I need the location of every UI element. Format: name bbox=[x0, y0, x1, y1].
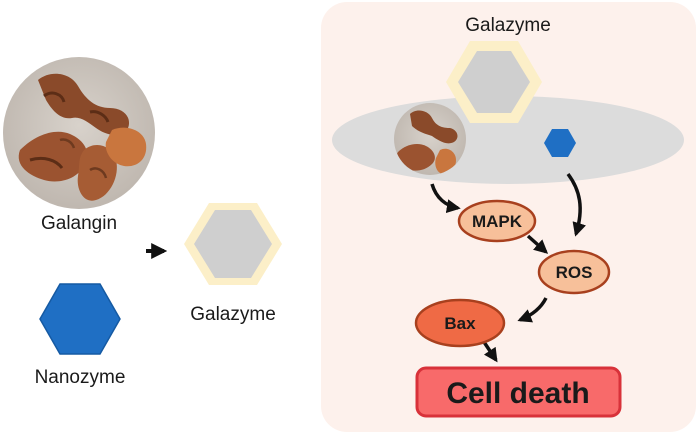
nanozyme-label: Nanozyme bbox=[35, 367, 126, 388]
ros-label: ROS bbox=[556, 263, 593, 282]
arrow-galangin-to-mapk bbox=[430, 183, 461, 214]
mapk-label: MAPK bbox=[472, 212, 523, 231]
arrow-ros-to-bax bbox=[517, 297, 548, 323]
galangin-photo-icon bbox=[3, 57, 155, 209]
galangin-label: Galangin bbox=[41, 213, 117, 234]
cell-death-label: Cell death bbox=[446, 377, 589, 410]
galazyme-hexagon-icon bbox=[184, 203, 282, 285]
panel-galazyme-hexagon-icon bbox=[446, 41, 542, 123]
panel-galangin-photo-icon bbox=[394, 103, 466, 175]
arrow-bax-to-death bbox=[482, 341, 498, 363]
galazyme-label: Galazyme bbox=[190, 304, 276, 325]
bax-label: Bax bbox=[444, 314, 476, 333]
nanozyme-hexagon-icon bbox=[39, 283, 121, 355]
arrow-mapk-to-ros bbox=[526, 234, 549, 254]
bax-node bbox=[414, 298, 506, 348]
panel-title: Galazyme bbox=[465, 15, 551, 36]
cell-death-box bbox=[415, 366, 622, 418]
arrow-nanozyme-to-ros bbox=[566, 172, 586, 237]
panel-nanozyme-hexagon-icon bbox=[544, 129, 576, 157]
ros-node bbox=[537, 249, 611, 295]
mapk-node bbox=[457, 199, 537, 243]
